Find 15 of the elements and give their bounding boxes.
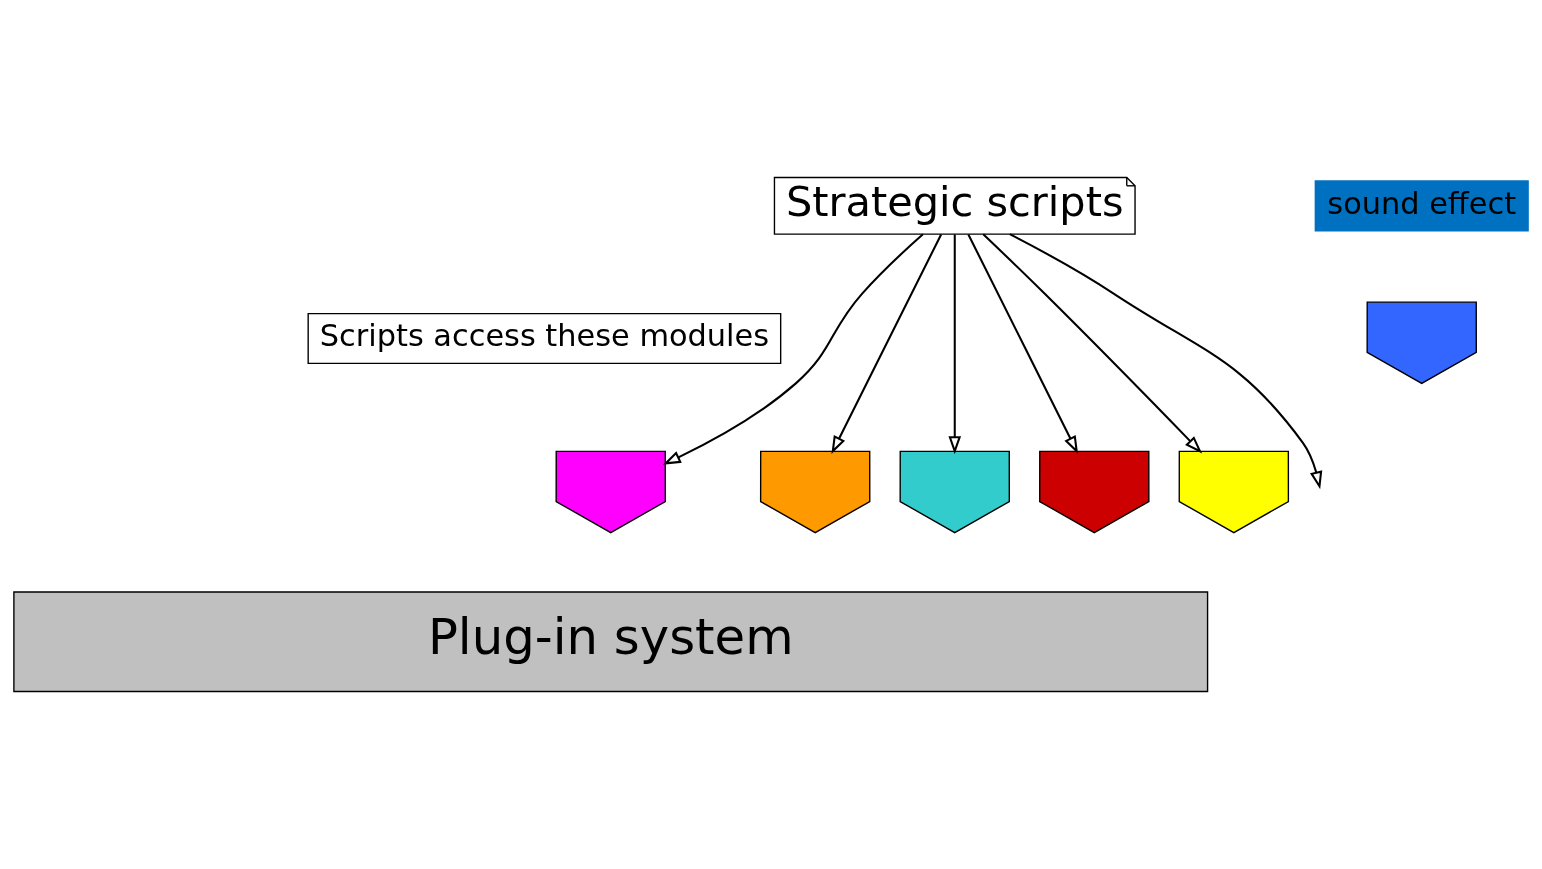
node-box [1039, 450, 1150, 534]
arrow [662, 233, 924, 465]
node-box [1366, 301, 1477, 385]
arrow [948, 234, 962, 455]
node-box [899, 450, 1010, 534]
arrow [967, 234, 1079, 454]
arrow [1009, 233, 1323, 490]
node-box: sound effect [1314, 180, 1529, 232]
node-box [759, 450, 871, 534]
arrow [982, 233, 1203, 454]
node-box: Scripts access these modules [307, 312, 782, 365]
node-box [555, 450, 666, 534]
arrow [831, 234, 943, 454]
node-box [1178, 450, 1290, 534]
node-box: Plug-in system [13, 591, 1209, 693]
